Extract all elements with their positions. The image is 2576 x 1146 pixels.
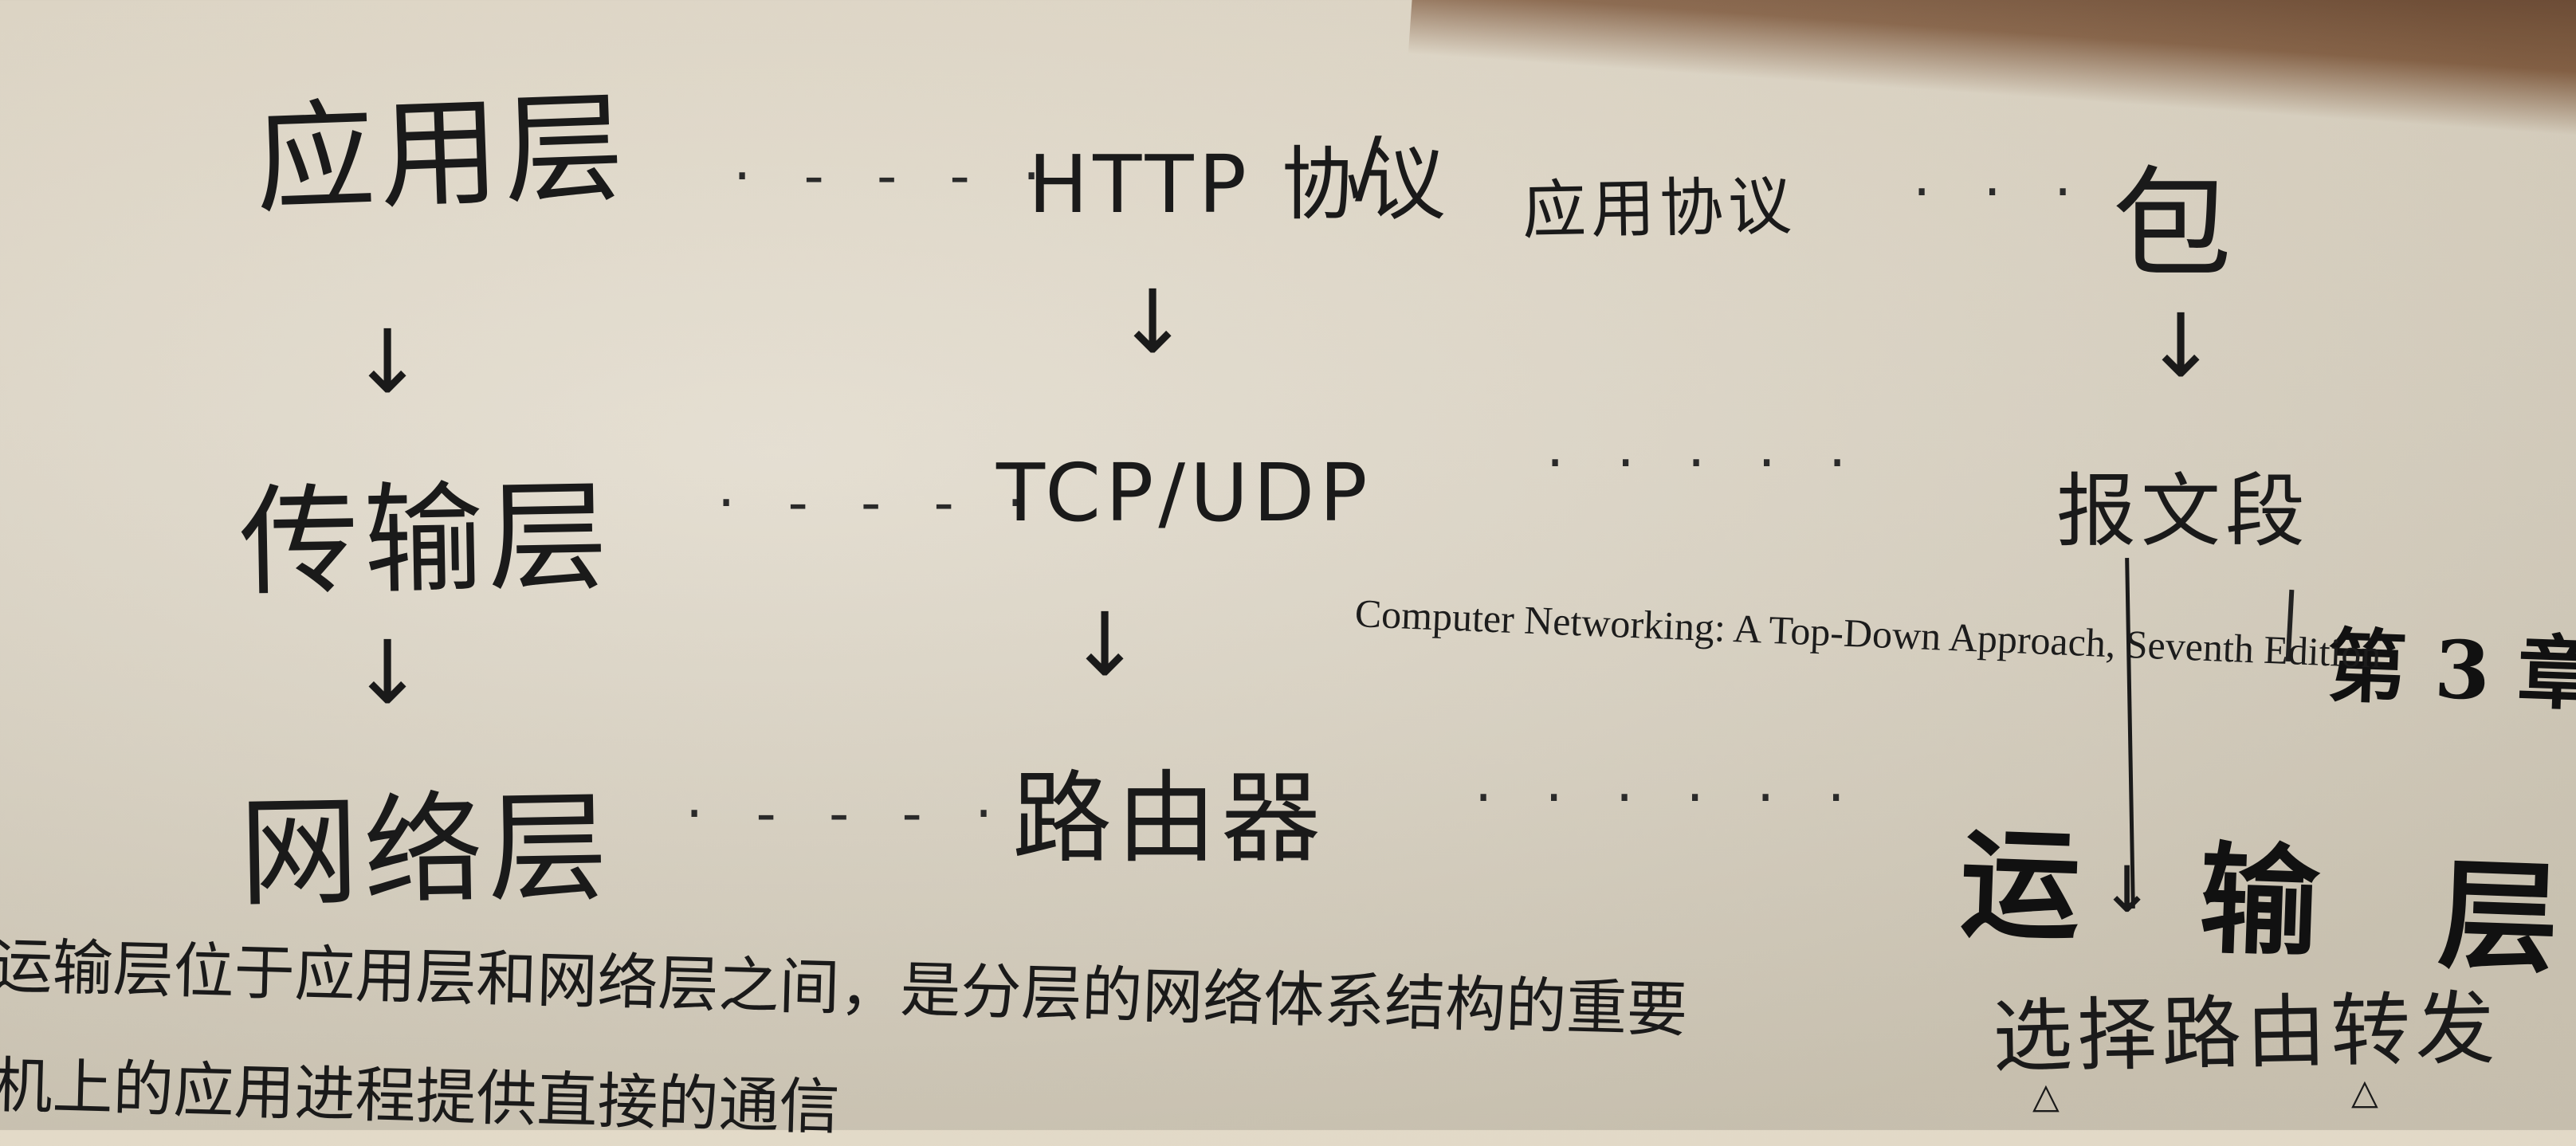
dot-leader: · · · · ·: [1546, 430, 1864, 496]
chapter-title-char: 运: [1958, 813, 2083, 958]
note-network-layer: 网络层: [238, 778, 614, 924]
note-router: 路由器: [1012, 761, 1325, 877]
chapter-title-char: 输: [2197, 829, 2322, 974]
note-application-layer: 应用层: [253, 78, 631, 230]
arrow-down-icon: ↓: [351, 311, 425, 413]
dot-leader: · - - - ·: [733, 143, 1058, 209]
arrow-down-icon: ↓: [1116, 271, 1190, 373]
note-application-protocol: 应用协议: [1522, 169, 1797, 248]
arrow-down-icon: ↓: [2100, 853, 2154, 927]
arrow-down-icon: ↓: [2144, 295, 2218, 397]
note-packet: 包: [2112, 155, 2237, 294]
dot-leader: · - - - ·: [685, 781, 1011, 846]
arrow-down-icon: ↓: [351, 622, 425, 724]
dot-leader: · · ·: [1913, 159, 2090, 225]
arrow-down-icon: ↓: [1068, 594, 1142, 696]
triangle-mark-icon: △: [2032, 1076, 2060, 1117]
chapter-title-char: 层: [2436, 845, 2561, 990]
triangle-mark-icon: △: [2351, 1072, 2378, 1113]
note-separator: /: [1355, 120, 1387, 213]
note-route-forwarding: 选择路由转发: [1992, 981, 2501, 1084]
note-http-protocol: HTTP 协议: [1028, 138, 1451, 231]
note-transport-layer: 传输层: [238, 467, 614, 613]
dot-leader: · · · · · ·: [1475, 765, 1863, 830]
note-tcp-udp: TCP/UDP: [996, 446, 1372, 540]
dot-leader: · - - - ·: [717, 470, 1043, 536]
note-segment: 报文段: [2056, 465, 2310, 558]
